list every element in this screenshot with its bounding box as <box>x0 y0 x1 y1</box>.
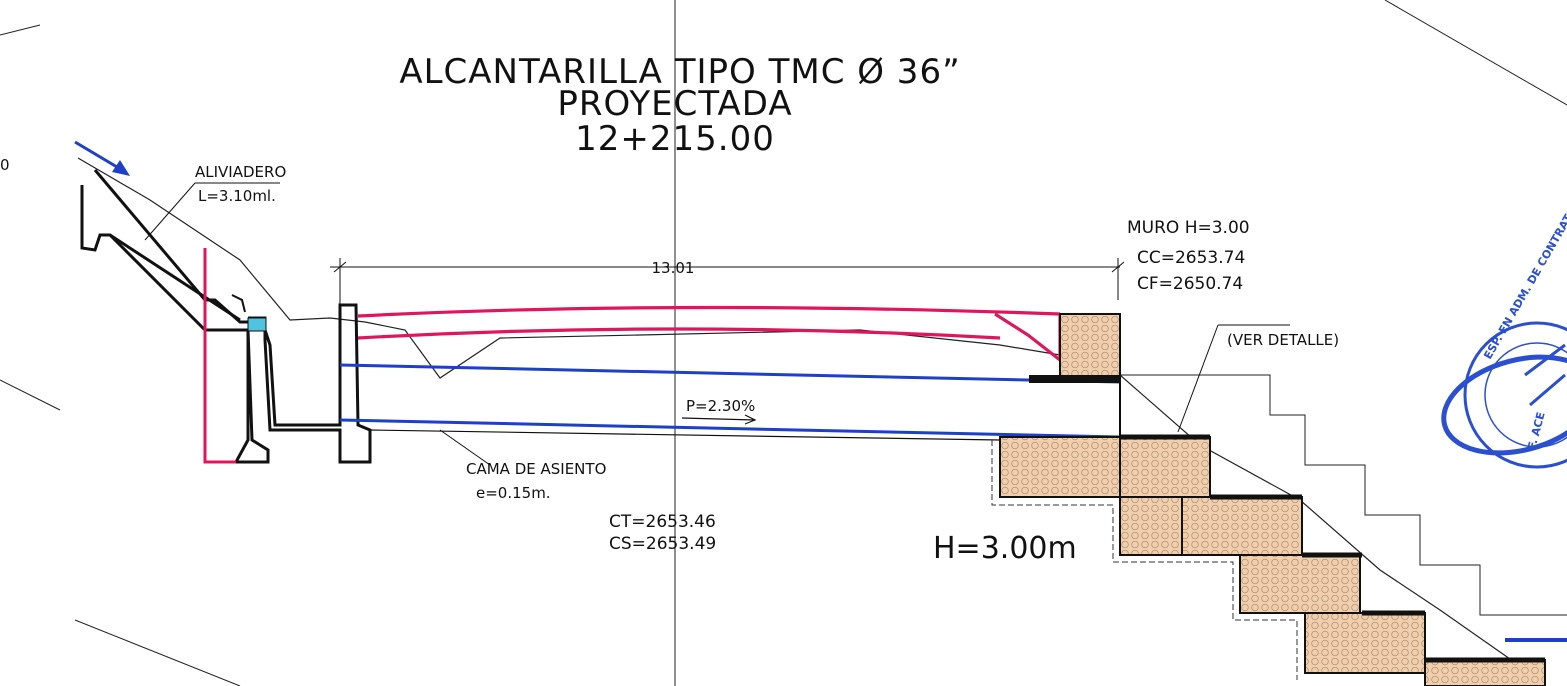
bedding-line <box>369 429 1001 441</box>
cs-label: CS=2653.49 <box>609 534 716 554</box>
cc-label: CC=2653.74 <box>1137 248 1245 268</box>
title-line-1: ALCANTARILLA TIPO TMC Ø 36” <box>399 52 960 92</box>
cama-thickness-label: e=0.15m. <box>476 484 551 502</box>
cf-label: CF=2650.74 <box>1137 274 1243 294</box>
headwall-red-outline <box>203 248 236 464</box>
edge-label: 0 <box>0 156 10 174</box>
gabion-dashed-outline <box>991 440 1298 680</box>
cama-label: CAMA DE ASIENTO <box>466 460 606 478</box>
title-line-3: 12+215.00 <box>575 119 775 159</box>
seal-stamp-icon: ESP. EN ADM. DE CONTRATOS F. ACE <box>1441 197 1567 469</box>
stepped-terrain <box>1120 374 1567 616</box>
aliviadero-length-label: L=3.10ml. <box>198 187 276 205</box>
arrow-icon <box>74 140 130 176</box>
slope-arrow-icon <box>681 414 757 425</box>
inlet-headwall <box>233 303 372 464</box>
title-line-2: PROYECTADA <box>557 84 792 124</box>
leader-lines <box>144 182 1290 433</box>
gabion-wall <box>999 313 1546 686</box>
stamp-ring-text: ESP. EN ADM. DE CONTRATOS <box>1481 197 1567 361</box>
muro-label: MURO H=3.00 <box>1127 218 1250 238</box>
slope-label: P=2.30% <box>686 397 755 415</box>
dimension-label: 13.01 <box>652 259 695 277</box>
pipe-outline <box>357 305 1062 362</box>
height-label: H=3.00m <box>933 531 1077 566</box>
dimension-line <box>330 258 1125 305</box>
cama-leader <box>439 429 491 466</box>
ver-detalle-label: (VER DETALLE) <box>1227 331 1339 349</box>
flow-lines <box>339 363 1121 439</box>
aliviadero-label: ALIVIADERO <box>195 163 286 181</box>
ct-label: CT=2653.46 <box>609 512 716 532</box>
